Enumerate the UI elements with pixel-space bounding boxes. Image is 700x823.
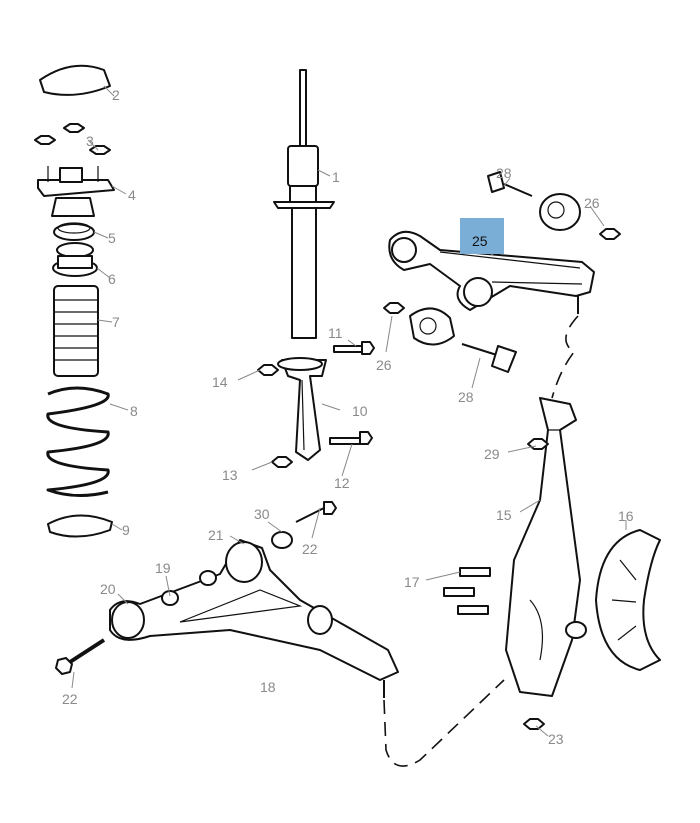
callout-30: 30 — [254, 506, 270, 522]
part-10-clevis — [277, 357, 327, 461]
callout-23: 23 — [548, 731, 564, 747]
callout-6: 6 — [108, 271, 116, 287]
part-8-coil-spring — [46, 386, 110, 497]
part-28-bolt-lower — [461, 343, 517, 373]
part-30-washer — [271, 531, 293, 549]
part-1-shock-absorber — [273, 69, 335, 339]
part-11-bolt — [333, 341, 375, 355]
callout-13: 13 — [222, 467, 238, 483]
callout-25: 25 — [472, 233, 488, 249]
callout-26-lower: 26 — [376, 357, 392, 373]
callout-22-left: 22 — [62, 691, 78, 707]
part-22-bolt-mid — [295, 501, 337, 523]
part-15-knuckle — [505, 397, 587, 697]
callout-29: 29 — [484, 446, 500, 462]
part-26-bushing-lower — [409, 307, 455, 346]
callout-4: 4 — [128, 187, 136, 203]
callout-18: 18 — [260, 679, 276, 695]
callout-1: 1 — [332, 169, 340, 185]
callout-28-lower: 28 — [458, 389, 474, 405]
part-16-dust-shield — [595, 529, 661, 671]
callout-28-upper: 28 — [496, 165, 512, 181]
leader-lines — [71, 85, 627, 737]
dashed-line-arm-to-knuckle — [551, 315, 579, 399]
part-25-upper-control-arm — [388, 230, 595, 314]
part-3-nuts — [34, 123, 111, 155]
part-6-isolator — [52, 242, 98, 277]
callout-20: 20 — [100, 581, 116, 597]
callout-12: 12 — [334, 475, 350, 491]
callout-10: 10 — [352, 403, 368, 419]
highlight-box-25 — [460, 218, 504, 254]
callout-2: 2 — [112, 87, 120, 103]
callout-26-upper: 26 — [584, 195, 600, 211]
callout-7: 7 — [112, 314, 120, 330]
part-13-nut — [271, 456, 293, 468]
callout-14: 14 — [212, 374, 228, 390]
callout-8: 8 — [130, 403, 138, 419]
part-2-strut-cap — [39, 64, 111, 96]
part-26-bushing-upper — [539, 193, 581, 231]
part-18-lower-control-arm — [109, 539, 399, 698]
callout-5: 5 — [108, 230, 116, 246]
part-19-bushing — [161, 570, 217, 606]
part-17-bolts — [443, 567, 491, 615]
callout-9: 9 — [122, 522, 130, 538]
part-22-bolt-left — [55, 638, 106, 675]
callout-11: 11 — [328, 325, 343, 341]
part-26-nut-upper — [599, 228, 621, 240]
part-5-spring-seat — [53, 222, 95, 241]
part-14-nut — [257, 364, 279, 376]
callout-19: 19 — [155, 560, 171, 576]
part-28-bolt-upper — [487, 171, 533, 197]
callout-22-mid: 22 — [302, 541, 318, 557]
callout-3: 3 — [86, 133, 94, 149]
part-7-dust-boot — [53, 285, 99, 377]
part-9-lower-isolator — [47, 514, 113, 538]
part-12-bolt — [329, 431, 373, 445]
part-23-nut — [523, 718, 545, 730]
callout-15: 15 — [496, 507, 512, 523]
part-26-nut-lower — [383, 302, 405, 314]
callout-16: 16 — [618, 508, 634, 524]
callout-21: 21 — [208, 527, 224, 543]
part-4-upper-mount — [37, 166, 115, 217]
callout-17: 17 — [404, 574, 420, 590]
dashed-line-ball-joint-to-knuckle — [383, 679, 505, 767]
